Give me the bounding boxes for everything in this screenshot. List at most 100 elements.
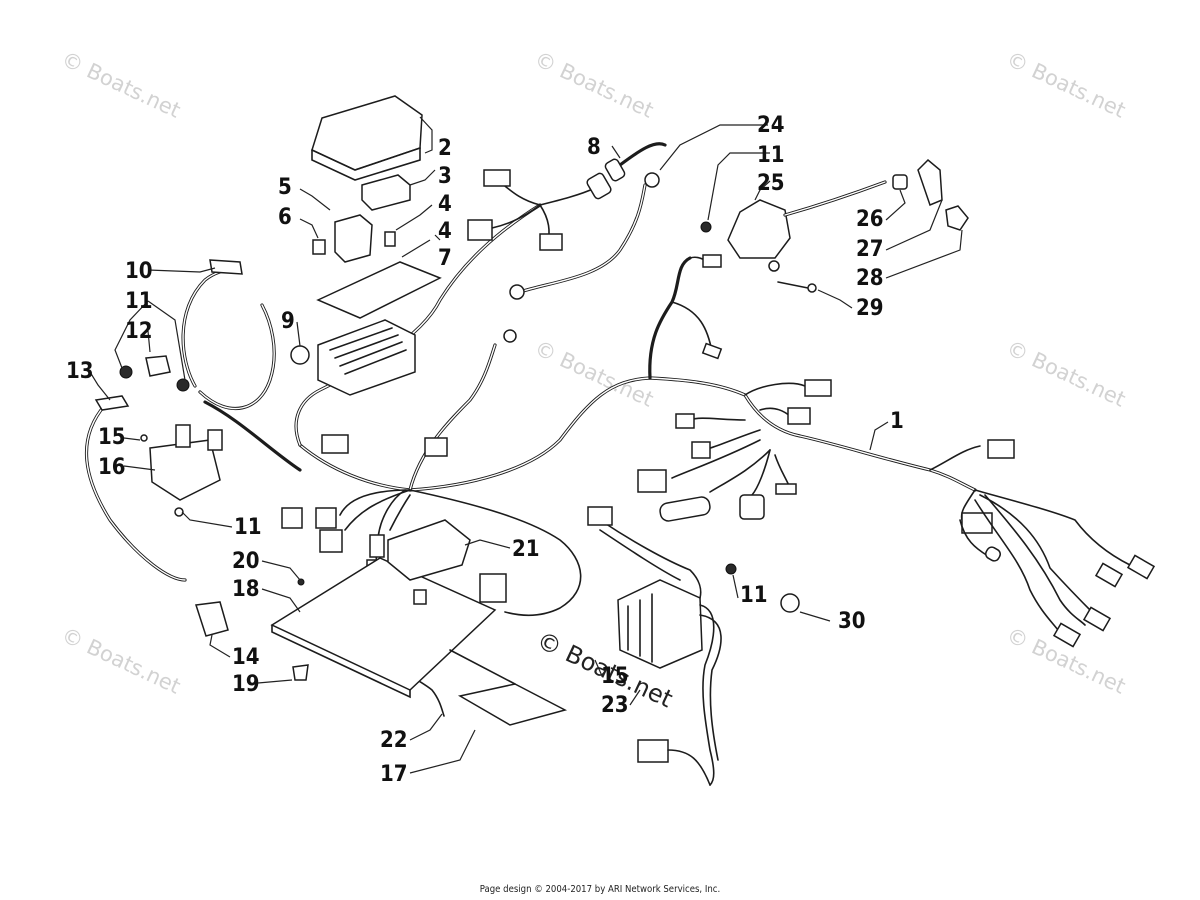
callout-26: 26 xyxy=(856,207,884,232)
harness-connector xyxy=(675,413,695,429)
regulator-connector xyxy=(637,739,669,763)
ring-terminal xyxy=(768,260,780,272)
mounting-plate-assembly xyxy=(270,519,568,726)
callout-15: 15 xyxy=(601,664,629,689)
regulator-connector xyxy=(587,506,613,526)
fuse-block xyxy=(317,319,416,396)
harness-plug xyxy=(701,342,723,360)
callout-17: 17 xyxy=(380,762,408,787)
callout-10: 10 xyxy=(125,259,153,284)
harness-plug xyxy=(985,546,1001,562)
relay-small xyxy=(334,214,373,263)
harness-connector xyxy=(424,437,448,457)
fuse-panel-label xyxy=(316,261,442,319)
harness-connector xyxy=(1082,606,1112,632)
watermark: © Boats.net xyxy=(531,47,657,123)
relay xyxy=(361,174,411,211)
screw-head xyxy=(297,578,305,586)
harness-connector xyxy=(479,573,507,603)
callout-11: 11 xyxy=(757,143,785,168)
harness-connector xyxy=(1094,562,1124,588)
cable-end xyxy=(209,259,243,275)
callout-9: 9 xyxy=(281,309,295,334)
harness-connector xyxy=(467,219,493,241)
harness-connector xyxy=(804,379,832,397)
harness-connector xyxy=(961,512,993,534)
snap-ring xyxy=(290,345,310,365)
callout-15: 15 xyxy=(98,425,126,450)
harness-connector xyxy=(315,507,337,529)
watermark: © Boats.net xyxy=(1003,47,1129,123)
cable-end xyxy=(94,395,130,411)
callout-29: 29 xyxy=(856,296,884,321)
harness-connector xyxy=(539,233,563,251)
harness-square-connector xyxy=(739,494,765,520)
callout-25: 25 xyxy=(757,171,785,196)
harness-connector xyxy=(483,169,511,187)
plug xyxy=(604,158,626,182)
callout-19: 19 xyxy=(232,672,260,697)
callout-8: 8 xyxy=(587,135,601,160)
harness-connector xyxy=(691,441,711,459)
wire-connector xyxy=(369,534,385,558)
terminal-boot xyxy=(195,601,229,637)
callout-labels: 1 2 3 4 4 7 5 6 8 24 11 25 26 27 28 29 1… xyxy=(66,113,904,787)
harness-connector xyxy=(987,439,1015,459)
screw-head xyxy=(807,283,817,293)
harness-fuse-holder xyxy=(659,496,711,522)
harness-connector xyxy=(702,254,722,268)
watermark: © Boats.net xyxy=(58,623,184,699)
seal xyxy=(945,205,969,231)
callout-16: 16 xyxy=(98,455,126,480)
nut xyxy=(174,507,184,517)
watermark: © Boats.net xyxy=(58,47,184,123)
nut xyxy=(119,365,133,379)
callout-21: 21 xyxy=(512,537,540,562)
callout-11: 11 xyxy=(234,515,262,540)
callout-12: 12 xyxy=(125,319,153,344)
callout-30: 30 xyxy=(838,609,866,634)
callout-2: 2 xyxy=(438,136,452,161)
mini-fuse xyxy=(312,239,326,255)
starter-solenoid xyxy=(149,439,221,501)
terminal-boot xyxy=(145,355,171,377)
cap-nut xyxy=(892,174,908,190)
callout-28: 28 xyxy=(856,266,884,291)
nut xyxy=(725,563,737,575)
spark-plug-cap xyxy=(917,158,943,206)
harness-connector xyxy=(787,407,811,425)
mounting-plate xyxy=(270,557,497,691)
solenoid-post xyxy=(175,424,191,448)
callout-11: 11 xyxy=(125,289,153,314)
callout-14: 14 xyxy=(232,645,260,670)
callout-6: 6 xyxy=(278,205,292,230)
callout-18: 18 xyxy=(232,577,260,602)
harness-connector xyxy=(1052,622,1082,648)
leader-lines xyxy=(89,116,963,774)
harness-connector xyxy=(321,434,349,454)
ground-cable-assembly xyxy=(503,142,667,343)
callout-3: 3 xyxy=(438,164,452,189)
harness-connector xyxy=(1126,554,1156,580)
harness-terminal xyxy=(775,483,797,495)
callout-11: 11 xyxy=(740,583,768,608)
harness-connector xyxy=(281,507,303,529)
callout-13: 13 xyxy=(66,359,94,384)
ring-terminal xyxy=(644,172,660,188)
screw xyxy=(140,434,148,442)
callout-5: 5 xyxy=(278,175,292,200)
harness-connector xyxy=(637,469,667,493)
callout-1: 1 xyxy=(890,409,904,434)
callout-22: 22 xyxy=(380,728,408,753)
ring-terminal xyxy=(509,284,525,300)
fuse-box-assembly xyxy=(290,95,442,396)
harness-plug xyxy=(586,172,612,200)
decal xyxy=(457,683,568,726)
mini-fuse xyxy=(384,231,396,247)
ignition-coil xyxy=(727,199,791,259)
callout-4: 4 xyxy=(438,219,452,244)
snap-ring xyxy=(780,593,800,613)
fuse-box-cover xyxy=(311,95,423,171)
harness-connector xyxy=(319,529,343,553)
